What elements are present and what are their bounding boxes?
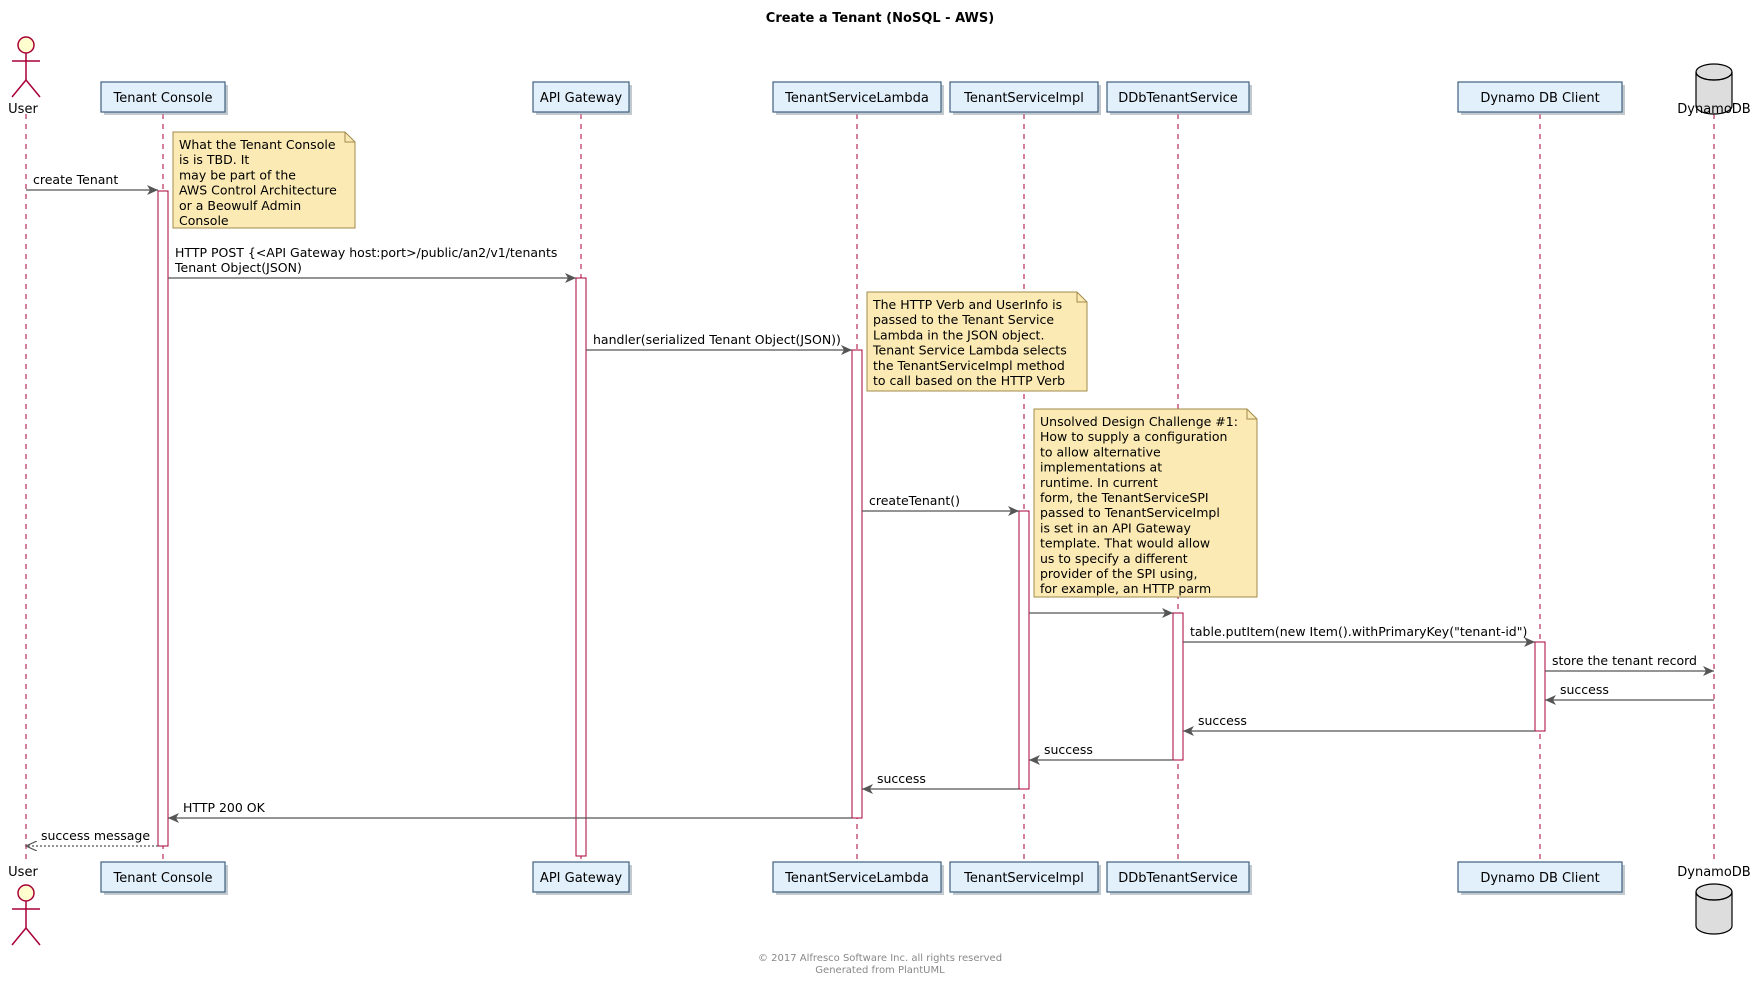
message-label: store the tenant record bbox=[1552, 653, 1697, 668]
message-label: success bbox=[877, 771, 926, 786]
message-label: success bbox=[1560, 682, 1609, 697]
user-actor-icon bbox=[11, 36, 41, 98]
diagram-title: Create a Tenant (NoSQL - AWS) bbox=[766, 11, 994, 26]
message-ddb-to-client: table.putItem(new Item().withPrimaryKey(… bbox=[1183, 624, 1535, 647]
participant-label-dynamo: DynamoDB bbox=[1677, 102, 1750, 117]
dynamodb-database-icon bbox=[1695, 63, 1733, 115]
message-label: success bbox=[1198, 713, 1247, 728]
message-label: success message bbox=[41, 828, 150, 843]
note-line: passed to TenantServiceImpl bbox=[1040, 505, 1220, 520]
note-line: is is TBD. It bbox=[179, 152, 249, 167]
participant-ddb-bottom: DDbTenantService bbox=[1106, 861, 1252, 895]
participant-label-gateway: API Gateway bbox=[540, 91, 622, 106]
note-line: template. That would allow bbox=[1040, 536, 1210, 551]
message-label: create Tenant bbox=[33, 172, 118, 187]
message-impl-to-lambda: success bbox=[862, 771, 1019, 794]
participant-label-dynamo-bottom: DynamoDB bbox=[1677, 865, 1750, 880]
participant-lambda-bottom: TenantServiceLambda bbox=[772, 861, 944, 895]
message-lambda-to-impl: createTenant() bbox=[862, 493, 1019, 516]
participant-gateway: API Gateway bbox=[532, 81, 632, 115]
note-line: may be part of the bbox=[179, 167, 296, 182]
participant-label-impl: TenantServiceImpl bbox=[963, 91, 1084, 106]
activation-console bbox=[157, 190, 169, 847]
note-impl: Unsolved Design Challenge #1:How to supp… bbox=[1033, 408, 1258, 598]
note-line: AWS Control Architecture bbox=[179, 183, 337, 198]
message-client-to-ddb: success bbox=[1183, 713, 1535, 736]
dynamodb-database-icon-bottom bbox=[1695, 883, 1733, 935]
participant-label-lambda: TenantServiceLambda bbox=[784, 91, 929, 106]
message-ddb-to-impl: success bbox=[1029, 742, 1173, 765]
message-label: HTTP POST {<API Gateway host:port>/publi… bbox=[175, 245, 557, 260]
note-line: Lambda in the JSON object. bbox=[873, 327, 1044, 342]
note-line: to allow alternative bbox=[1040, 444, 1161, 459]
activation-client bbox=[1534, 641, 1546, 732]
message-label: Tenant Object(JSON) bbox=[174, 260, 302, 275]
user-actor-icon-bottom bbox=[11, 884, 41, 946]
note-line: us to specify a different bbox=[1040, 551, 1188, 566]
note-line: How to supply a configuration bbox=[1040, 429, 1227, 444]
message-label: success bbox=[1044, 742, 1093, 757]
activation-gateway bbox=[575, 277, 587, 857]
participant-label-user-bottom: User bbox=[8, 865, 38, 880]
activation-bars bbox=[157, 190, 1546, 857]
message-lambda-to-console: HTTP 200 OK bbox=[168, 800, 852, 823]
participant-gateway-bottom: API Gateway bbox=[532, 861, 632, 895]
participant-label-ddb: DDbTenantService bbox=[1118, 871, 1238, 886]
message-console-to-user: success message bbox=[26, 828, 158, 846]
note-line: the TenantServiceImpl method bbox=[873, 358, 1065, 373]
note-line: to call based on the HTTP Verb bbox=[873, 373, 1065, 388]
note-line: implementations at bbox=[1040, 460, 1162, 475]
message-label: table.putItem(new Item().withPrimaryKey(… bbox=[1190, 624, 1527, 639]
note-line: form, the TenantServiceSPI bbox=[1040, 490, 1209, 505]
participant-label-client: Dynamo DB Client bbox=[1480, 871, 1599, 886]
message-gateway-to-lambda: handler(serialized Tenant Object(JSON)) bbox=[586, 332, 852, 355]
participant-console: Tenant Console bbox=[100, 81, 228, 115]
note-line: or a Beowulf Admin bbox=[179, 198, 301, 213]
participant-label-impl: TenantServiceImpl bbox=[963, 871, 1084, 886]
message-console-to-gateway: HTTP POST {<API Gateway host:port>/publi… bbox=[168, 245, 576, 283]
message-client-to-dynamo: store the tenant record bbox=[1545, 653, 1714, 676]
participant-label-lambda: TenantServiceLambda bbox=[784, 871, 929, 886]
message-dynamo-to-client: success bbox=[1545, 682, 1714, 705]
note-line: Tenant Service Lambda selects bbox=[872, 343, 1067, 358]
participant-lambda: TenantServiceLambda bbox=[772, 81, 944, 115]
note-line: Unsolved Design Challenge #1: bbox=[1040, 414, 1238, 429]
participant-label-client: Dynamo DB Client bbox=[1480, 91, 1599, 106]
activation-lambda bbox=[851, 349, 863, 819]
message-user-to-console: create Tenant bbox=[26, 172, 158, 195]
note-line: passed to the Tenant Service bbox=[873, 312, 1054, 327]
participant-label-console: Tenant Console bbox=[112, 871, 212, 886]
note-line: The HTTP Verb and UserInfo is bbox=[872, 297, 1062, 312]
participant-client: Dynamo DB Client bbox=[1457, 81, 1625, 115]
note-line: runtime. In current bbox=[1040, 475, 1158, 490]
activation-impl bbox=[1018, 510, 1030, 790]
note-line: provider of the SPI using, bbox=[1040, 566, 1197, 581]
participant-label-gateway: API Gateway bbox=[540, 871, 622, 886]
participant-impl-bottom: TenantServiceImpl bbox=[949, 861, 1101, 895]
note-line: Console bbox=[179, 213, 229, 228]
participant-label-user: User bbox=[8, 102, 38, 117]
participant-console-bottom: Tenant Console bbox=[100, 861, 228, 895]
participant-label-ddb: DDbTenantService bbox=[1118, 91, 1238, 106]
message-label: createTenant() bbox=[869, 493, 960, 508]
participant-ddb: DDbTenantService bbox=[1106, 81, 1252, 115]
participant-client-bottom: Dynamo DB Client bbox=[1457, 861, 1625, 895]
participant-impl: TenantServiceImpl bbox=[949, 81, 1101, 115]
footer-copyright: © 2017 Alfresco Software Inc. all rights… bbox=[758, 953, 1002, 964]
note-line: What the Tenant Console bbox=[179, 137, 336, 152]
footer-generated: Generated from PlantUML bbox=[815, 965, 945, 976]
activation-ddb bbox=[1172, 612, 1184, 761]
note-line: for example, an HTTP parm bbox=[1040, 581, 1211, 596]
note-line: is set in an API Gateway bbox=[1040, 520, 1192, 535]
message-label: HTTP 200 OK bbox=[183, 800, 266, 815]
participant-label-console: Tenant Console bbox=[112, 91, 212, 106]
message-label: handler(serialized Tenant Object(JSON)) bbox=[593, 332, 841, 347]
